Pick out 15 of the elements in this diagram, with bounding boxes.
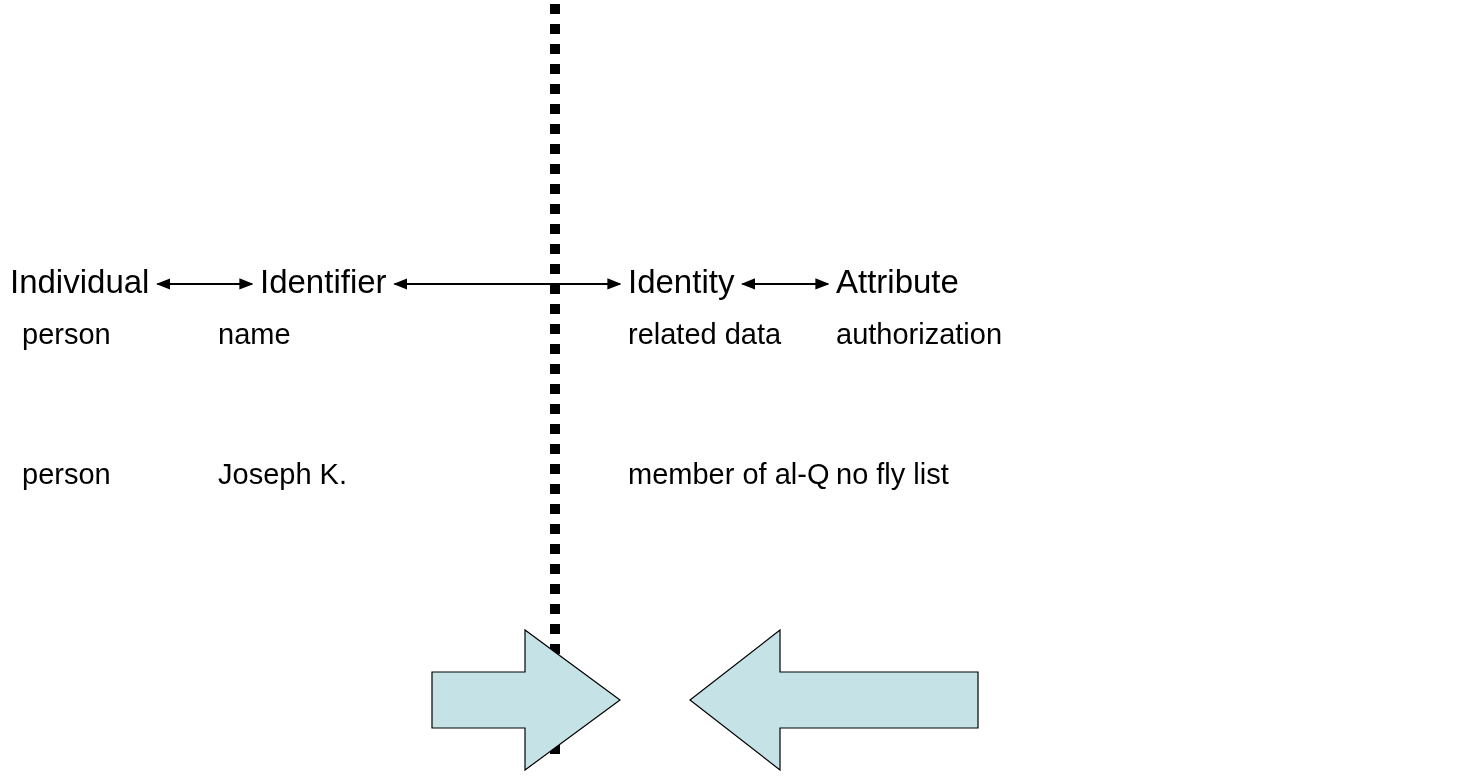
example-text: person [22,458,111,492]
example-text: person [22,318,111,352]
example-text: Joseph K. [218,458,347,492]
term-label: Attribute [834,263,961,301]
example-text: related data [628,318,782,352]
term-label: Individual [8,263,152,301]
example-text: no fly list [836,458,949,492]
double-arrow [741,278,830,290]
double-arrow [393,278,622,290]
term-label: Identity [626,263,737,301]
term-label: Identifier [258,263,389,301]
example-text: member of al-Q [628,458,830,492]
example-text: authorization [836,318,1003,352]
double-arrow [156,278,254,290]
example-text: name [218,318,291,352]
